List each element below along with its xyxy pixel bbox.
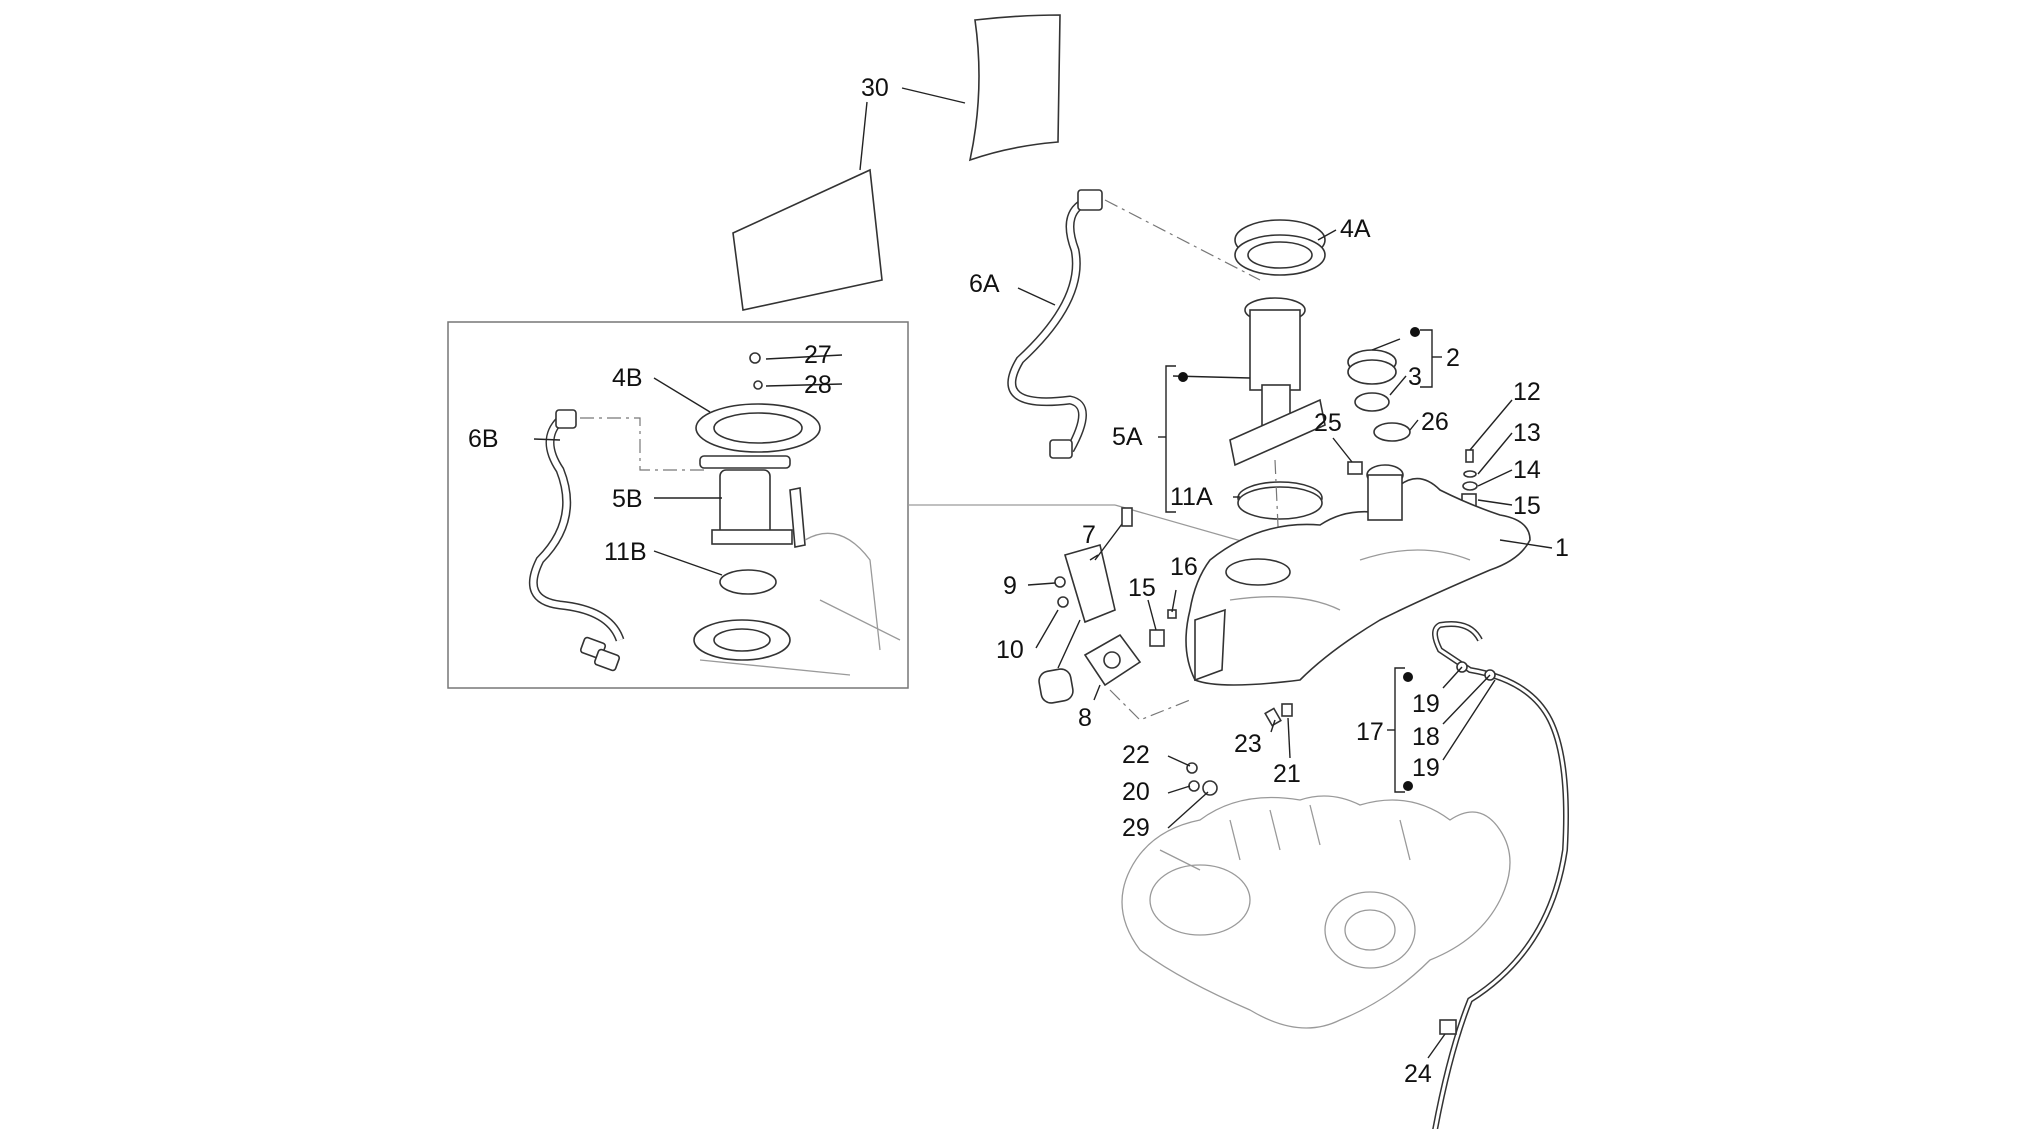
callout-16: 16: [1170, 553, 1198, 581]
callout-29: 29: [1122, 814, 1150, 842]
parts-9-10-screws: [1054, 576, 1069, 608]
part-11A-gasket: [1237, 459, 1323, 571]
callout-8: 8: [1078, 704, 1092, 732]
part-5B-fuel-pump: [699, 455, 806, 548]
part-4A-retaining-ring: [1234, 219, 1326, 276]
part-17-breather-hose: [1432, 621, 1569, 1131]
callout-5A: 5A: [1112, 423, 1143, 451]
callout-22: 22: [1122, 741, 1150, 769]
tank-flange-inset: [693, 532, 901, 676]
part-1-fuel-tank: [1185, 464, 1531, 686]
part-5A-fuel-pump: [1229, 297, 1326, 467]
callout-11A: 11A: [1170, 483, 1213, 511]
callout-17: 17: [1356, 718, 1384, 746]
callout-2: 2: [1446, 344, 1460, 372]
bracket-17: [1387, 667, 1413, 793]
callout-30: 30: [861, 74, 889, 102]
part-8-gasket: [1083, 633, 1142, 687]
callout-21: 21: [1273, 760, 1301, 788]
bracket-2: [1410, 327, 1442, 388]
parts-12-15-hardware: [1461, 449, 1478, 507]
sender-guide: [1109, 689, 1191, 721]
callout-25: 25: [1314, 409, 1342, 437]
callout-4B: 4B: [612, 364, 643, 392]
callout-15-sender: 15: [1128, 574, 1156, 602]
callout-12: 12: [1513, 378, 1541, 406]
callout-4A: 4A: [1340, 215, 1371, 243]
callout-5B: 5B: [612, 485, 643, 513]
part-26-ring: [1373, 422, 1411, 442]
part-6A-fuel-hose: [1007, 189, 1261, 459]
callout-6B: 6B: [468, 425, 499, 453]
callout-24: 24: [1404, 1060, 1432, 1088]
parts-20-29-small-hardware: [1186, 703, 1457, 1035]
bracket-5A: [1158, 365, 1188, 513]
part-25-clip: [1347, 461, 1363, 475]
part-2-fuel-cap: [1347, 349, 1397, 385]
parts-15-16-clips: [1149, 609, 1177, 647]
callout-23: 23: [1234, 730, 1262, 758]
callout-19-upper: 19: [1412, 690, 1440, 718]
callout-11B: 11B: [604, 538, 647, 566]
part-4B-retaining-ring: [695, 352, 821, 453]
callout-18: 18: [1412, 723, 1440, 751]
callout-14: 14: [1513, 456, 1541, 484]
callout-6A: 6A: [969, 270, 1000, 298]
callout-15-tank: 15: [1513, 492, 1541, 520]
part-30-decal-panels: [732, 14, 1061, 311]
callout-10: 10: [996, 636, 1024, 664]
callout-20: 20: [1122, 778, 1150, 806]
leader-lines: [533, 87, 1553, 1059]
callout-19-lower: 19: [1412, 754, 1440, 782]
part-7-level-sender: [1038, 507, 1133, 704]
callout-9: 9: [1003, 572, 1017, 600]
callout-labels: 30 4A 6A 2 3 27 28 4B 6B 5B 11B 12 13 14…: [468, 74, 1569, 1088]
part-6B-fuel-hose: [528, 409, 705, 672]
callout-28: 28: [804, 371, 832, 399]
callout-1: 1: [1555, 534, 1569, 562]
part-11B-gasket: [719, 569, 777, 595]
inset-frame: [447, 321, 909, 689]
engine-reference: [1121, 795, 1511, 1029]
callout-3: 3: [1408, 363, 1422, 391]
callout-13: 13: [1513, 419, 1541, 447]
callout-27: 27: [804, 341, 832, 369]
callout-7: 7: [1082, 521, 1096, 549]
part-3-seal: [1354, 392, 1390, 412]
callout-26: 26: [1421, 408, 1449, 436]
